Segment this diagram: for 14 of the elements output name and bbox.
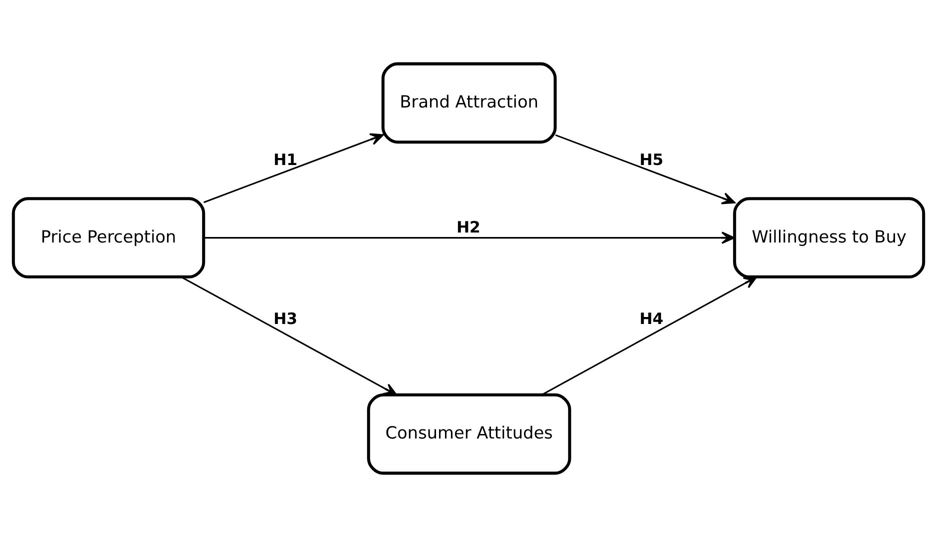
node-box: Consumer Attitudes (367, 393, 572, 475)
arrow (204, 232, 735, 244)
edge-label: H3 (273, 308, 298, 328)
edge-label: H1 (273, 150, 298, 169)
edge-label: H5 (639, 150, 664, 169)
edge-label: H2 (456, 217, 480, 236)
edge-label: H4 (639, 308, 664, 328)
node-box: Price Perception (12, 197, 206, 278)
arrow (541, 276, 758, 396)
node-box: Brand Attraction (382, 62, 557, 144)
node-box: Willingness to Buy (733, 197, 926, 278)
arrow (555, 134, 736, 204)
arrow (204, 133, 384, 204)
arrow (180, 276, 398, 396)
